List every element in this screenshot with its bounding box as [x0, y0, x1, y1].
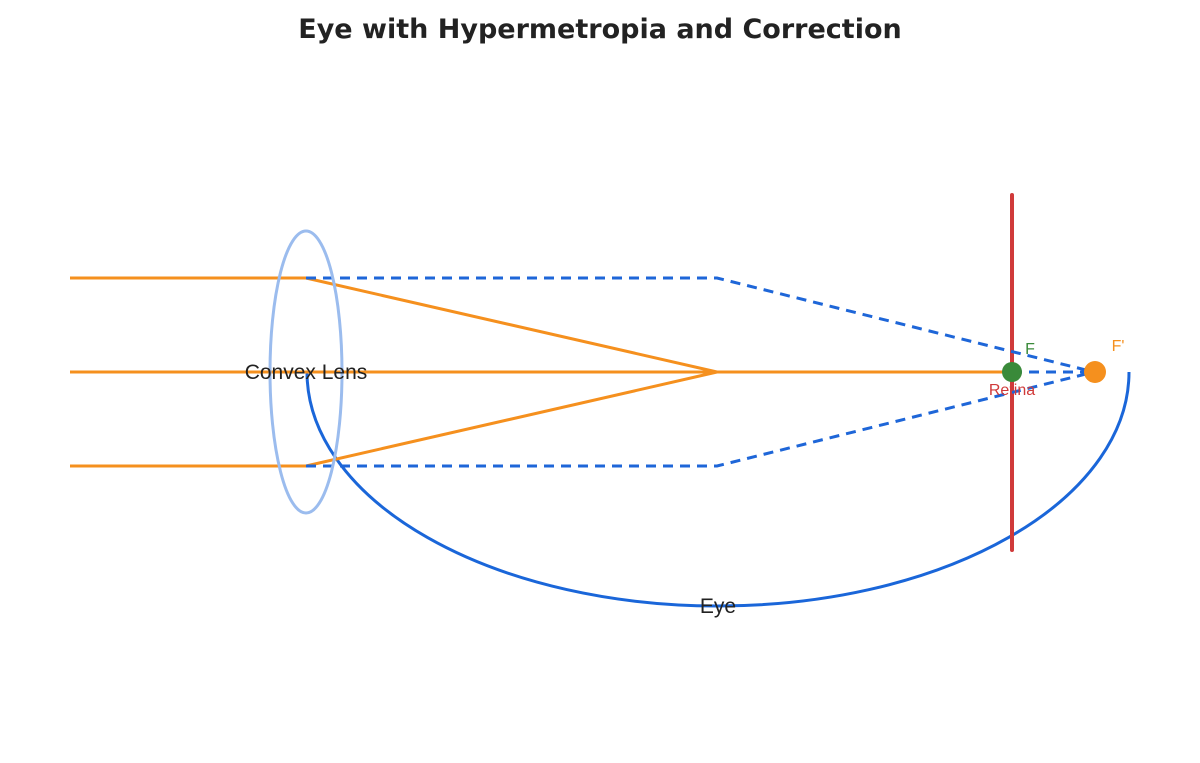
- refracted-ray-bottom: [305, 370, 718, 468]
- focus-point-f-prime: [1084, 361, 1106, 383]
- eye-outline: [305, 371, 1131, 608]
- dashed-ray-bottom: [306, 370, 1095, 468]
- retina-label: Retina: [989, 382, 1035, 399]
- convex-lens: [268, 229, 344, 515]
- diagram-title: Eye with Hypermetropia and Correction: [298, 14, 902, 45]
- eye-label: Eye: [700, 595, 736, 618]
- focus-f-prime-label: F': [1112, 338, 1125, 355]
- lens-label: Convex Lens: [245, 361, 368, 384]
- focus-point-f: [1002, 362, 1022, 382]
- focus-f-label: F: [1025, 341, 1035, 358]
- dashed-ray-top: [306, 276, 1095, 374]
- refracted-ray-top: [305, 276, 718, 374]
